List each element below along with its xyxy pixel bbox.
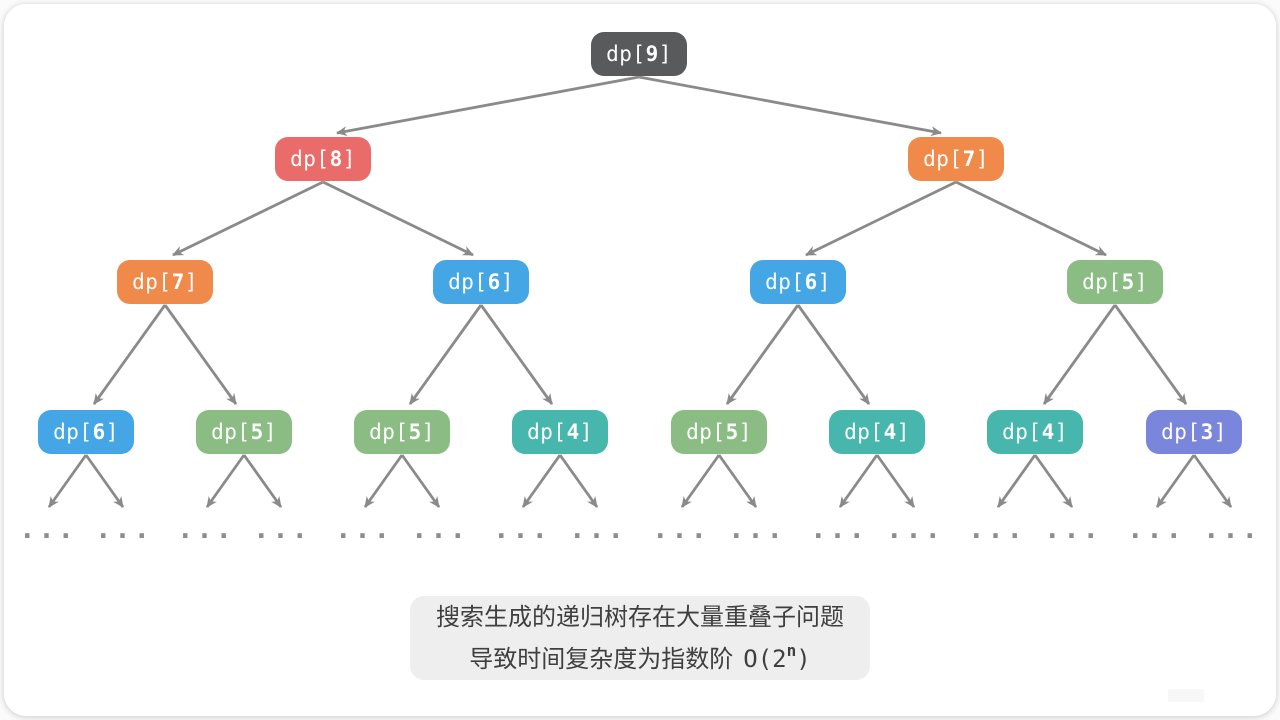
node-value: 7 (171, 270, 185, 294)
tree-node-root-dp9: dp[9] (591, 32, 687, 76)
caption-line1: 搜索生成的递归树存在大量重叠子问题 (436, 603, 844, 631)
ellipsis: ... (810, 514, 868, 545)
tree-node-l4-dp4-3: dp[4] (987, 410, 1083, 454)
tree-node-l4-dp5-1: dp[5] (196, 410, 292, 454)
ellipsis: ... (19, 514, 77, 545)
node-label: dp[ (527, 420, 567, 444)
node-label: dp[ (53, 420, 93, 444)
ellipsis: ... (253, 514, 311, 545)
tree-node-l2-dp8: dp[8] (275, 137, 371, 181)
node-label: ] (184, 270, 198, 294)
node-label: ] (1054, 420, 1068, 444)
node-label: dp[ (211, 420, 251, 444)
node-value: 5 (1121, 270, 1135, 294)
node-label: ] (658, 42, 672, 66)
node-label: ] (342, 147, 356, 171)
node-label: ] (738, 420, 752, 444)
node-label: ] (1213, 420, 1227, 444)
ellipsis: ... (652, 514, 710, 545)
node-label: ] (896, 420, 910, 444)
node-label: ] (579, 420, 593, 444)
ellipsis: ... (886, 514, 944, 545)
formula-base: O(2 (743, 644, 787, 673)
ellipsis: ... (569, 514, 627, 545)
node-label: dp[ (369, 420, 409, 444)
ellipsis: ... (177, 514, 235, 545)
node-value: 6 (487, 270, 501, 294)
node-label: dp[ (1082, 270, 1122, 294)
node-label: dp[ (923, 147, 963, 171)
node-label: dp[ (1002, 420, 1042, 444)
node-label: ] (105, 420, 119, 444)
node-label: dp[ (844, 420, 884, 444)
node-label: dp[ (606, 42, 646, 66)
tree-node-l4-dp5-2: dp[5] (354, 410, 450, 454)
node-label: dp[ (686, 420, 726, 444)
node-label: ] (500, 270, 514, 294)
caption-box: 搜索生成的递归树存在大量重叠子问题 导致时间复杂度为指数阶 O(2n) (410, 596, 870, 680)
tree-node-l4-dp4-2: dp[4] (829, 410, 925, 454)
ellipsis: ... (335, 514, 393, 545)
tree-node-l4-dp4-1: dp[4] (512, 410, 608, 454)
complexity-formula: O(2n) (743, 641, 811, 673)
node-label: dp[ (448, 270, 488, 294)
node-value: 8 (329, 147, 343, 171)
ellipsis: ... (968, 514, 1026, 545)
tree-node-l4-dp3: dp[3] (1146, 410, 1242, 454)
node-label: ] (975, 147, 989, 171)
node-value: 7 (962, 147, 976, 171)
node-label: ] (263, 420, 277, 444)
node-label: ] (421, 420, 435, 444)
tree-node-l3-dp6-right: dp[6] (750, 260, 846, 304)
tree-node-l2-dp7: dp[7] (908, 137, 1004, 181)
node-value: 6 (804, 270, 818, 294)
node-label: dp[ (765, 270, 805, 294)
node-value: 5 (250, 420, 264, 444)
caption-line2: 导致时间复杂度为指数阶 O(2n) (469, 635, 810, 677)
node-label: ] (1134, 270, 1148, 294)
formula-exponent: n (786, 640, 797, 660)
node-value: 3 (1200, 420, 1214, 444)
node-value: 4 (1041, 420, 1055, 444)
tree-node-l4-dp6: dp[6] (38, 410, 134, 454)
ellipsis: ... (493, 514, 551, 545)
ellipsis: ... (1127, 514, 1185, 545)
ellipsis: ... (1203, 514, 1261, 545)
ellipsis: ... (411, 514, 469, 545)
node-label: dp[ (290, 147, 330, 171)
node-label: dp[ (132, 270, 172, 294)
tree-node-l3-dp7: dp[7] (117, 260, 213, 304)
ellipsis: ... (95, 514, 153, 545)
node-value: 9 (645, 42, 659, 66)
artifact-rect (1168, 689, 1204, 702)
caption-line2-text: 导致时间复杂度为指数阶 (469, 645, 734, 673)
node-label: ] (817, 270, 831, 294)
node-value: 5 (408, 420, 422, 444)
tree-node-l3-dp6-left: dp[6] (433, 260, 529, 304)
node-value: 5 (725, 420, 739, 444)
ellipsis: ... (1044, 514, 1102, 545)
formula-close: ) (796, 644, 811, 673)
node-value: 4 (883, 420, 897, 444)
node-value: 6 (92, 420, 106, 444)
tree-node-l3-dp5: dp[5] (1067, 260, 1163, 304)
tree-node-l4-dp5-3: dp[5] (671, 410, 767, 454)
node-value: 4 (566, 420, 580, 444)
node-label: dp[ (1161, 420, 1201, 444)
ellipsis: ... (728, 514, 786, 545)
